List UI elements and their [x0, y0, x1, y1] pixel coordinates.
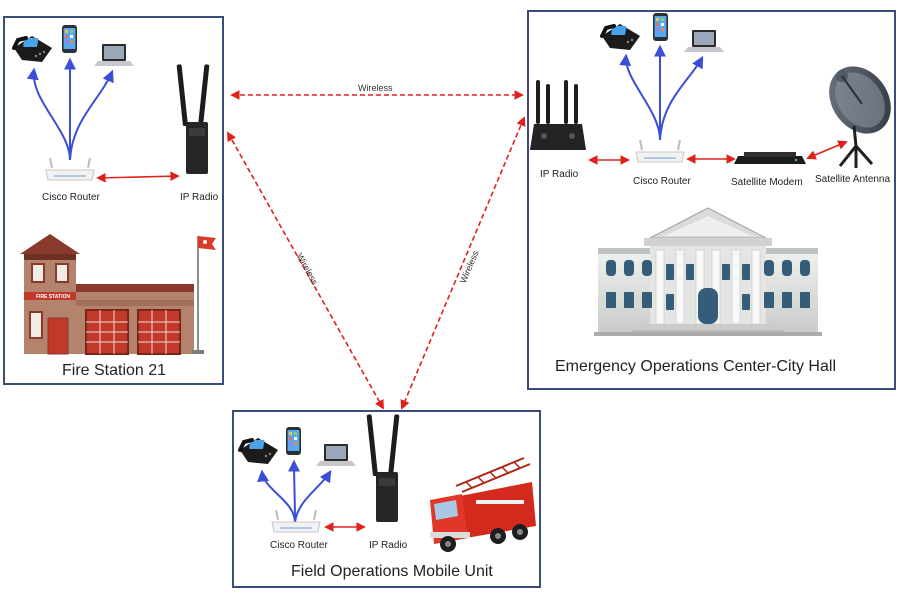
field-router-label: Cisco Router — [270, 540, 328, 551]
eoc-modem-label: Satellite Modem — [731, 177, 803, 188]
eoc-site-devices — [530, 13, 891, 168]
smartphone-icon — [286, 427, 301, 455]
fire-station-icon — [20, 234, 216, 355]
fire-station-sign: FIRE STATION — [36, 294, 70, 300]
fire-radio-label: IP Radio — [180, 192, 219, 203]
smartphone-icon — [653, 13, 668, 41]
fire-station-title: Fire Station 21 — [62, 362, 167, 379]
router-icon — [271, 509, 321, 533]
satellite-modem-icon — [734, 152, 806, 164]
fire-router-label: Cisco Router — [42, 192, 100, 203]
wireless-link-right — [400, 116, 526, 410]
smartphone-icon — [62, 25, 77, 53]
laptop-icon — [316, 444, 356, 466]
ip-radio-icon — [176, 64, 210, 174]
eoc-antenna-label: Satellite Antenna — [815, 174, 891, 185]
fire-truck-icon — [430, 457, 536, 552]
router-icon — [635, 139, 685, 163]
city-hall-icon — [594, 207, 822, 336]
laptop-icon — [94, 44, 134, 66]
fire-site-devices — [12, 25, 210, 183]
eoc-title: Emergency Operations Center-City Hall — [555, 358, 836, 375]
field-radio-label: IP Radio — [369, 540, 408, 551]
field-site-devices — [238, 414, 536, 552]
wireless-label-top: Wireless — [358, 83, 393, 93]
ip-radio-icon — [530, 80, 586, 150]
wireless-link-left — [227, 131, 384, 410]
wireless-links — [227, 90, 526, 410]
desk-phone-icon — [600, 24, 640, 50]
desk-phone-icon — [12, 36, 52, 62]
laptop-icon — [684, 30, 724, 52]
ip-radio-icon — [366, 414, 400, 522]
eoc-router-label: Cisco Router — [633, 176, 691, 187]
desk-phone-icon — [238, 438, 278, 464]
eoc-radio-label: IP Radio — [540, 169, 579, 180]
field-unit-title: Field Operations Mobile Unit — [291, 563, 493, 580]
router-icon — [45, 157, 95, 181]
satellite-dish-icon — [829, 66, 891, 168]
